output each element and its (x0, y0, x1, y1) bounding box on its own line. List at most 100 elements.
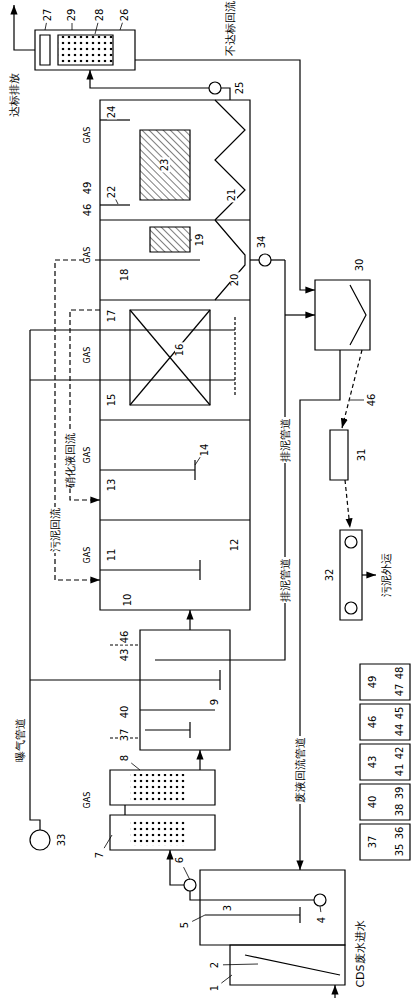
callout-number: 19 (195, 233, 205, 248)
callout-number: 14 (200, 443, 210, 458)
callout-number: 33 (57, 833, 67, 848)
pipe-line (362, 574, 376, 575)
leader-line (192, 915, 205, 921)
callout-number: 24 (107, 105, 117, 120)
pipe-path (170, 850, 184, 885)
pipe-label: 废液回流管道 (295, 736, 306, 804)
leader-line (223, 964, 258, 966)
callout-number: 36 (395, 826, 405, 841)
pipe-line (189, 610, 190, 630)
pipe-line (299, 907, 300, 923)
tank-outline (35, 30, 135, 70)
callout-number: 25 (235, 81, 245, 96)
callout-number: 27 (43, 8, 53, 23)
pipe-line (100, 119, 130, 120)
tank-outline (360, 664, 410, 700)
pipe-line (250, 259, 259, 260)
tank-outline (315, 280, 370, 350)
callout-number: 8 (120, 754, 130, 762)
pump-symbol (345, 602, 357, 614)
callout-number: 13 (107, 478, 117, 493)
pipe-line (219, 670, 220, 690)
tank-outline (110, 815, 215, 850)
tank-outline (40, 35, 50, 65)
leader-line (116, 199, 118, 204)
leader-line (221, 975, 232, 983)
callout-number: 2 (210, 961, 220, 969)
callout-number: 7 (95, 851, 105, 859)
callout-number: 3 (223, 904, 233, 912)
callout-number: 6 (175, 856, 185, 864)
callout-number: 4 (317, 916, 327, 924)
pipe-path (350, 285, 366, 345)
tank-outline (130, 310, 210, 405)
pipe-line (194, 460, 195, 480)
leader-line (320, 906, 322, 912)
callout-number: 34 (257, 235, 267, 250)
leader-line (350, 400, 364, 401)
pipe-line (100, 219, 250, 220)
pipe-line (342, 350, 362, 428)
callout-number: 31 (357, 448, 367, 463)
tank-outline (340, 530, 362, 620)
pipe-line (140, 709, 215, 710)
callout-number: 21 (227, 188, 237, 203)
callout-number: 30 (355, 258, 365, 273)
pipe-label: 排泥管道 (280, 557, 291, 603)
callout-number: 47 (395, 683, 405, 698)
pipe-line (145, 729, 190, 730)
callout-number: 40 (368, 795, 378, 810)
pipe-line (30, 329, 235, 330)
callout-number: 46 (120, 630, 130, 645)
pipe-line (30, 379, 235, 380)
pipe-label: CDS废水进水 (355, 919, 366, 988)
callout-number: 20 (230, 273, 240, 288)
tank-outline (58, 35, 113, 65)
pipe-line (285, 314, 315, 315)
callout-number: 10 (123, 593, 133, 608)
pipe-path (135, 60, 315, 290)
callout-number: 46 (368, 715, 378, 730)
pipe-line (334, 985, 335, 998)
tank-outline (140, 130, 190, 200)
callout-number: 43 (120, 648, 130, 663)
pipe-line (130, 310, 210, 405)
gas-label: GAS (84, 791, 92, 810)
pipe-line (100, 259, 200, 260)
callout-number: 41 (395, 763, 405, 778)
tank-outline (140, 630, 230, 750)
pipe-line (30, 679, 220, 680)
pipe-path (215, 220, 245, 300)
callout-number: 38 (395, 803, 405, 818)
pipe-line (245, 955, 340, 975)
pipe-path (300, 350, 340, 870)
tank-outline (360, 744, 410, 780)
pipe-label: 污泥外运 (381, 552, 392, 598)
pipe-line (100, 569, 200, 570)
gas-label: GAS (84, 126, 92, 145)
callout-number: 15 (107, 393, 117, 408)
callout-number: 45 (395, 706, 405, 721)
callout-number: 5 (180, 921, 190, 929)
callout-number: 16 (175, 343, 185, 358)
leader-line (104, 835, 112, 848)
tank-outline (150, 227, 190, 252)
callout-number: 35 (395, 843, 405, 858)
pipe-label: 曝气管道 (15, 717, 26, 763)
pipe-path (221, 88, 230, 100)
pipe-path (215, 100, 245, 220)
pipe-line (100, 299, 250, 300)
gas-label: GAS (84, 446, 92, 465)
leader-line (184, 867, 190, 880)
tank-outline (330, 430, 348, 480)
leader-line (45, 23, 46, 30)
gas-label: GAS (84, 246, 92, 265)
tank-outline (360, 784, 410, 820)
callout-number: 46 (83, 203, 93, 218)
callout-number: 28 (95, 8, 105, 23)
pipe-label: 硝化液回流 (65, 432, 76, 489)
callout-number: 37 (368, 835, 378, 850)
callout-number: 40 (120, 705, 130, 720)
pipe-line (234, 315, 235, 395)
pump-symbol (30, 830, 50, 850)
